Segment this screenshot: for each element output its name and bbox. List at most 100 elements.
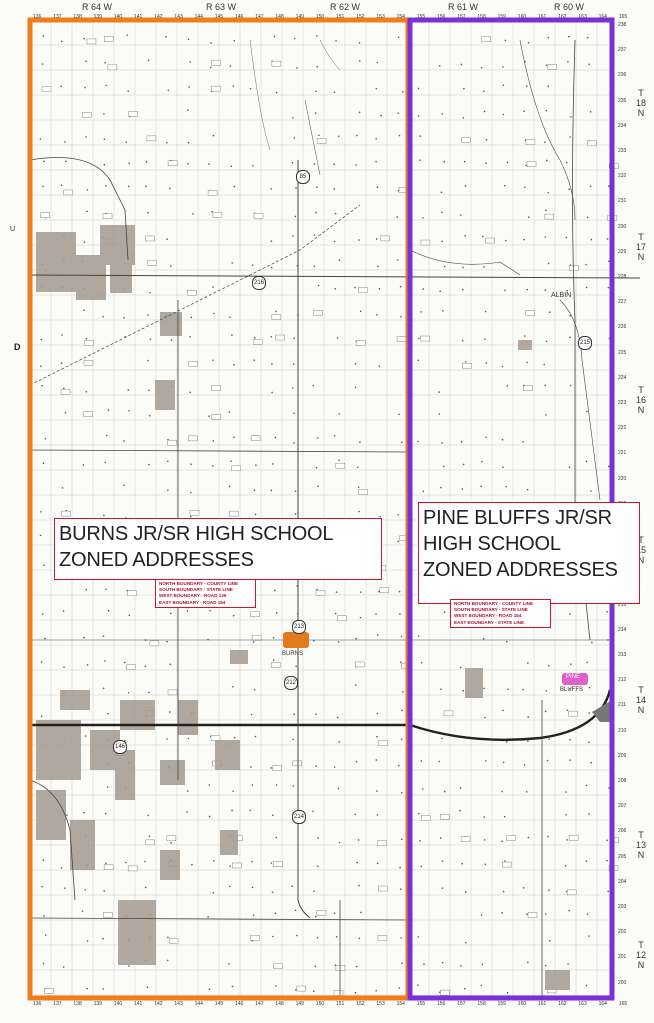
highway-shield-146: 146 [113,740,127,754]
address-dot [544,141,546,143]
address-dot [460,214,462,216]
address-dot [270,862,273,864]
address-dot [270,767,272,769]
address-dot [190,316,193,319]
address-dot [273,35,276,38]
address-dot [397,540,399,543]
address-dot [443,790,446,793]
address-dot [585,263,587,266]
address-dot [355,965,358,968]
address-dot [527,716,530,718]
burns-marker [283,632,309,648]
address-dot [210,42,212,44]
road-number-box [250,935,260,941]
address-dot [291,161,294,164]
address-dot [502,113,505,116]
address-dot [104,61,106,64]
road-number-box [103,912,113,918]
address-dot [545,414,547,416]
address-dot [123,484,125,486]
address-dot [587,935,590,937]
address-dot [378,365,381,367]
top-road-number: 148 [275,14,284,20]
address-dot [569,613,571,615]
address-dot [569,738,571,741]
top-road-number: 163 [578,14,587,20]
bottom-road-number: 161 [538,1001,547,1007]
address-dot [292,117,294,119]
top-road-number: 145 [214,14,224,20]
address-dot [337,641,340,643]
address-dot [42,185,44,188]
road-number-box [316,138,327,144]
road-number-box [44,988,54,994]
address-dot [586,36,589,39]
road-number-box [544,213,554,220]
address-dot [186,610,189,612]
address-dot [187,141,190,144]
side-road-number: 236 [618,72,627,79]
address-dot [334,288,337,290]
address-dot [169,612,172,615]
address-dot [548,311,551,314]
address-dot [317,284,320,287]
address-dot [316,865,319,868]
address-dot [270,335,272,338]
address-dot [103,890,106,892]
address-dot [545,159,548,162]
address-dot [570,663,572,666]
address-dot [102,315,104,318]
place-pine-2: BLUFFS [560,687,584,693]
road-number-box [251,634,262,641]
address-dot [168,711,171,713]
address-dot [275,836,278,839]
road-number-box [378,740,388,746]
top-road-number: 147 [255,14,264,20]
road-number-box [420,239,431,246]
address-dot [569,136,571,138]
address-dot [315,211,317,214]
address-dot [590,761,592,764]
address-dot [480,914,483,916]
address-dot [483,110,486,113]
address-dot [316,35,318,37]
address-dot [272,935,274,938]
burns-note-east: EAST BOUNDARY - ROAD 154 [159,599,226,605]
address-dot [228,963,230,965]
road-number-box [460,836,471,842]
address-dot [42,859,45,861]
address-dot [167,89,170,92]
address-dot [375,137,378,140]
address-dot [503,815,506,818]
address-dot [569,384,572,387]
address-dot [356,466,359,469]
address-dot [208,163,210,165]
address-dot [526,913,528,916]
address-dot [166,640,168,643]
road-number-box [569,265,579,271]
address-dot [505,485,508,488]
address-dot [334,212,337,215]
road-number-box [485,237,495,244]
address-dot [275,784,278,786]
address-dot [464,185,467,187]
address-dot [507,688,509,690]
address-dot [270,188,272,190]
address-dot [123,661,126,664]
address-dot [213,312,215,315]
address-dot [211,210,213,213]
address-dot [166,141,168,144]
address-dot [481,460,483,463]
address-dot [483,266,485,268]
address-dot [565,161,568,164]
bottom-road-number: 140 [113,1001,123,1007]
address-dot [271,363,273,365]
road-number-box [83,411,93,417]
address-dot [104,660,106,662]
address-dot [41,63,44,65]
address-dot [187,38,190,41]
address-dot [400,738,403,741]
